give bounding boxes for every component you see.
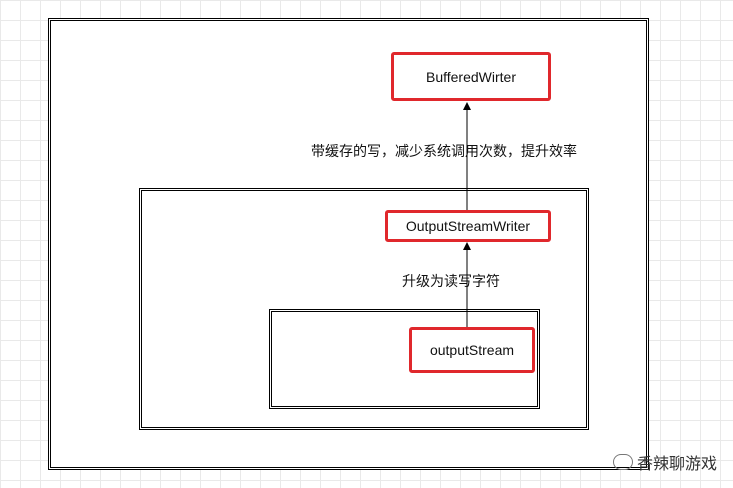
node-output-stream-writer: OutputStreamWriter: [385, 210, 551, 242]
node-buffered-writer: BufferedWirter: [391, 52, 551, 101]
watermark: 香辣聊游戏: [612, 450, 717, 474]
node-output-stream: outputStream: [409, 327, 535, 373]
watermark-text: 香辣聊游戏: [636, 456, 717, 473]
arrowhead-osw: [463, 242, 471, 250]
node-output-stream-writer-label: OutputStreamWriter: [405, 218, 531, 234]
edge-label-buffered: 带缓存的写，减少系统调用次数，提升效率: [311, 143, 577, 159]
wechat-icon: [612, 454, 633, 470]
edge-label-upgrade: 升级为读写字符: [402, 273, 500, 289]
node-buffered-writer-label: BufferedWirter: [426, 68, 516, 85]
arrowhead-bw: [463, 102, 471, 110]
node-output-stream-label: outputStream: [429, 342, 515, 358]
